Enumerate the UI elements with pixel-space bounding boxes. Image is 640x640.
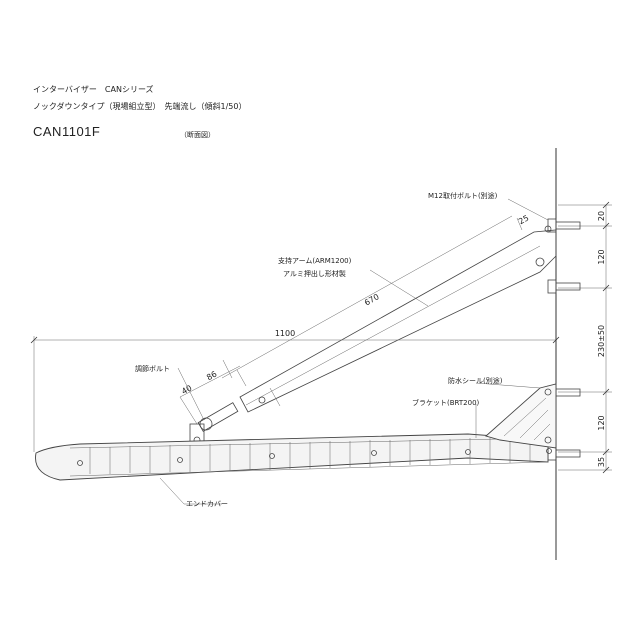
dim-230: 230±50 (597, 325, 606, 357)
dim-120-top: 120 (597, 249, 606, 264)
header-line2: ノックダウンタイプ（現場組立型） 先端流し（傾斜1/50） (33, 102, 247, 111)
dim-40: 40 (180, 383, 193, 396)
adjust-bolt-joint (189, 402, 239, 445)
right-dimension-chain: 20 120 230±50 120 35 (558, 201, 612, 474)
header-line1: インターバイザー CANシリーズ (33, 85, 154, 94)
label-seal: 防水シール(別途) (448, 376, 503, 385)
dim-25: 25 (517, 213, 530, 226)
label-adjust-bolt: 調節ボルト (135, 364, 170, 373)
label-bracket: ブラケット(BRT200) (412, 398, 480, 407)
dim-1100: 1100 (275, 329, 295, 338)
canopy-panel (35, 433, 552, 481)
model-number: CAN1101F (33, 124, 101, 139)
panel-bolts (77, 448, 552, 466)
dim-86: 86 (205, 369, 218, 382)
dim-120-bottom: 120 (597, 415, 606, 430)
label-arm-material: アルミ押出し形材製 (283, 269, 346, 278)
dim-20: 20 (597, 211, 606, 221)
dim-1100-line: 1100 (30, 329, 560, 452)
label-m12-bolt: M12取付ボルト(別途) (428, 191, 498, 200)
arm-dimensions: 670 25 86 40 (179, 213, 530, 425)
label-support-arm: 支持アーム(ARM1200) (278, 256, 352, 265)
dim-670: 670 (363, 292, 381, 307)
leader-lines (159, 198, 549, 505)
view-type: （断面図） (180, 131, 215, 139)
dim-35: 35 (597, 457, 606, 467)
label-end-cover: エンドカバー (186, 500, 228, 508)
bracket (485, 383, 557, 449)
support-arm (239, 225, 557, 413)
